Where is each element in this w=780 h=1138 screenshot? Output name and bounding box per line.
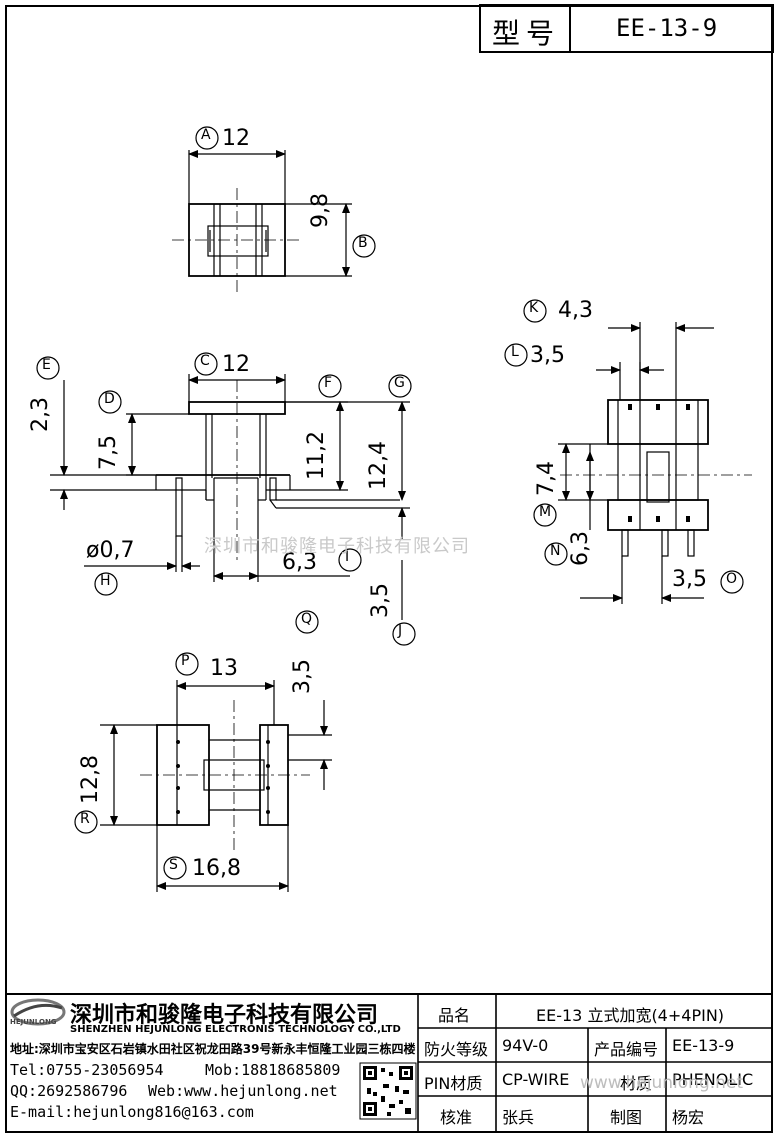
label-d: D — [104, 391, 115, 407]
label-m: M — [539, 504, 552, 520]
product-code-label: 产品编号 — [594, 1040, 659, 1059]
title-table — [5, 993, 773, 1133]
material-value: PHENOLIC — [672, 1070, 754, 1089]
label-p: P — [181, 653, 190, 669]
company-qq: QQ:2692586796 — [10, 1082, 128, 1100]
watermark-url: www.hejunlong.net — [580, 1073, 744, 1093]
dim-s: 16,8 — [192, 856, 241, 881]
label-b: B — [358, 235, 368, 251]
label-k: K — [529, 300, 539, 316]
model-label: 型号 — [492, 17, 561, 50]
bottom-view — [74, 610, 332, 892]
dim-i: 6,3 — [282, 550, 317, 575]
label-j: J — [398, 623, 403, 639]
watermark-text: 深圳市和骏隆电子科技有限公司 — [204, 536, 470, 557]
material-label: 材质 — [620, 1074, 653, 1093]
company-mob: Mob:18818685809 — [205, 1061, 341, 1079]
dim-h: ø0,7 — [86, 538, 135, 563]
company-name-cn: 深圳市和骏隆电子科技有限公司 — [70, 1002, 379, 1028]
dim-e: 2,3 — [28, 397, 53, 432]
company-address: 地址:深圳市宝安区石岩镇水田社区祝龙田路39号新永丰恒隆工业园三栋四楼 — [10, 1042, 416, 1056]
drawn-value: 杨宏 — [672, 1108, 705, 1127]
dim-m: 7,4 — [534, 461, 559, 496]
dim-f: 11,2 — [304, 431, 329, 480]
dim-p: 13 — [210, 656, 238, 681]
drawing-frame — [5, 5, 773, 1133]
fire-rating-value: 94V-0 — [502, 1036, 549, 1055]
model-value: EE-13-9 — [616, 14, 718, 42]
label-f: F — [324, 375, 333, 391]
company-tel: Tel:0755-23056954 — [10, 1061, 164, 1079]
fire-rating-label: 防火等级 — [424, 1040, 489, 1059]
pin-material-label: PIN材质 — [424, 1074, 483, 1093]
dim-b: 9,8 — [308, 193, 333, 228]
company-web: Web:www.hejunlong.net — [148, 1082, 338, 1100]
label-q: Q — [301, 611, 313, 627]
product-name-value: EE-13 立式加宽(4+4PIN) — [536, 1006, 725, 1025]
dim-g: 12,4 — [366, 441, 391, 490]
label-l: L — [511, 344, 519, 360]
label-c: C — [200, 353, 210, 369]
dim-r: 12,8 — [78, 755, 103, 804]
dim-k: 4,3 — [558, 298, 593, 323]
dim-c: 12 — [222, 352, 250, 377]
approved-value: 张兵 — [502, 1108, 535, 1127]
label-o: O — [726, 571, 738, 587]
top-view — [172, 126, 376, 292]
label-n: N — [550, 543, 561, 559]
pin-material-value: CP-WIRE — [502, 1070, 570, 1089]
label-i: I — [345, 549, 350, 565]
label-a: A — [201, 127, 211, 143]
logo-text: HEJUNLONG — [10, 1018, 57, 1026]
qr-code-icon — [359, 1062, 417, 1120]
company-logo — [10, 998, 66, 1026]
company-name-en: SHENZHEN HEJUNLONG ELECTRONIS TECHNOLOGY… — [70, 1024, 401, 1035]
label-g: G — [394, 375, 405, 391]
dim-j: 3,5 — [368, 583, 393, 618]
product-code-value: EE-13-9 — [672, 1036, 735, 1055]
approved-label: 核准 — [440, 1108, 473, 1127]
dim-n: 6,3 — [568, 531, 593, 566]
drawn-label: 制图 — [610, 1108, 643, 1127]
label-r: R — [80, 811, 90, 827]
dim-l: 3,5 — [530, 343, 565, 368]
dim-q: 3,5 — [290, 659, 315, 694]
dim-o: 3,5 — [672, 567, 707, 592]
product-name-label: 品名 — [438, 1006, 471, 1025]
dim-d: 7,5 — [96, 435, 121, 470]
label-s: S — [169, 857, 178, 873]
front-view — [36, 352, 416, 646]
side-view-pin-marks — [176, 404, 690, 814]
title-block — [479, 4, 774, 53]
dim-a: 12 — [222, 126, 250, 151]
label-e: E — [42, 357, 51, 373]
company-email: E-mail:hejunlong816@163.com — [10, 1103, 254, 1121]
side-view — [504, 299, 752, 604]
label-h: H — [100, 573, 111, 589]
